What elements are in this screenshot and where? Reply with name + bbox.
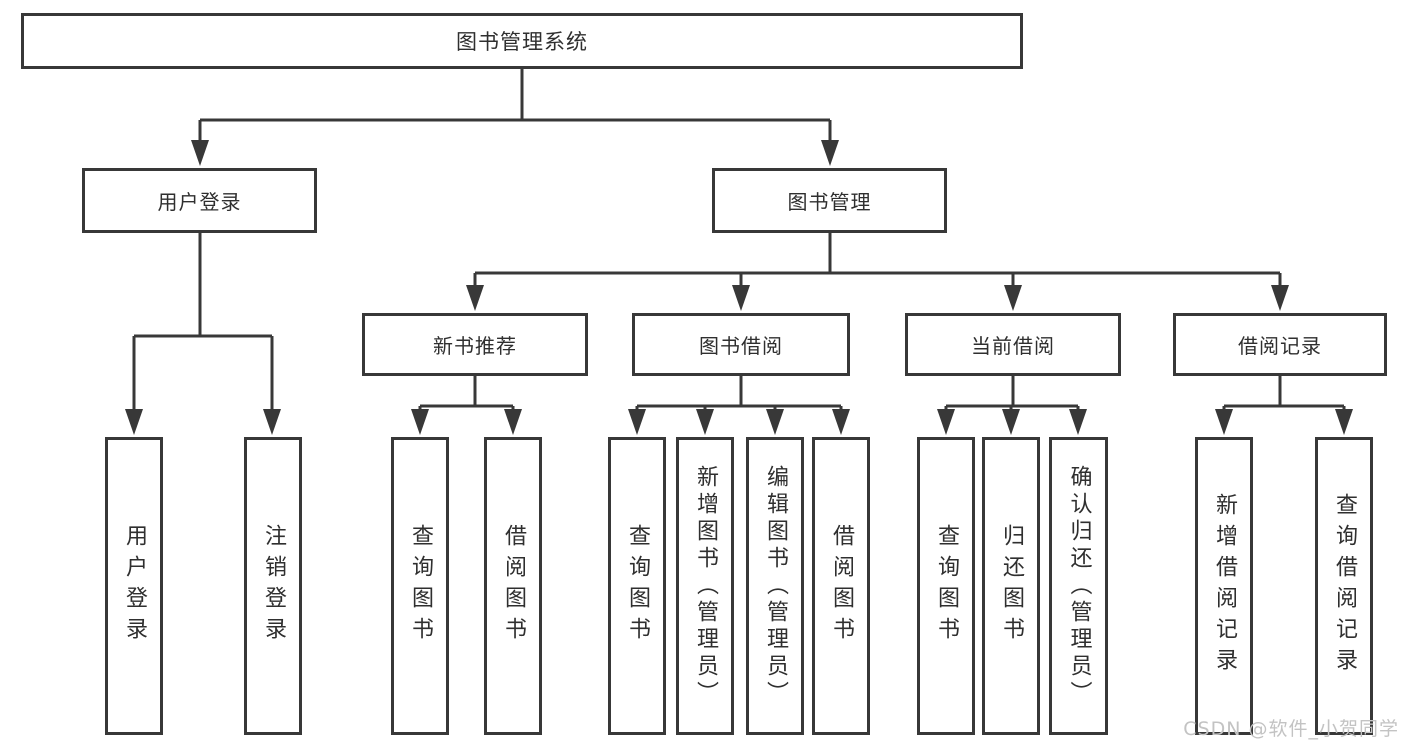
arrowhead-icon: [821, 140, 839, 166]
node-book-management: 图书管理: [712, 168, 947, 233]
node-current-return-books: 归还图书: [982, 437, 1040, 735]
node-current-borrow: 当前借阅: [905, 313, 1121, 376]
node-borrow-edit-books-admin-label: 编辑图书（管理员）: [763, 464, 788, 708]
connector-current-borrow-to-leaves: [937, 376, 1087, 435]
connector-book-mgmt-to-level2: [466, 233, 1289, 311]
node-new-book-recommend: 新书推荐: [362, 313, 588, 376]
node-borrow-add-books-admin: 新增图书（管理员）: [676, 437, 734, 735]
node-borrow-add-books-admin-label: 新增图书（管理员）: [693, 464, 718, 708]
arrowhead-icon: [1004, 285, 1022, 311]
arrowhead-icon: [504, 409, 522, 435]
arrowhead-icon: [732, 285, 750, 311]
node-borrow-query-books: 查询图书: [608, 437, 666, 735]
arrowhead-icon: [263, 409, 281, 435]
connector-borrow-records-to-leaves: [1215, 376, 1353, 435]
connector-book-borrow-to-leaves: [628, 376, 850, 435]
arrowhead-icon: [191, 140, 209, 166]
node-recommend-borrow-books: 借阅图书: [484, 437, 542, 735]
arrowhead-icon: [1002, 409, 1020, 435]
arrowhead-icon: [125, 409, 143, 435]
connector-new-book-to-leaves: [411, 376, 522, 435]
node-records-query-record: 查询借阅记录: [1315, 437, 1373, 735]
node-current-confirm-return-admin-label: 确认归还（管理员）: [1066, 464, 1092, 708]
node-user-login-label: 用户登录: [157, 190, 242, 214]
watermark: CSDN @软件_小贺同学: [1183, 718, 1399, 740]
node-borrow-query-books-label: 查询图书: [625, 524, 650, 648]
node-current-borrow-label: 当前借阅: [971, 334, 1055, 358]
node-root: 图书管理系统: [21, 13, 1023, 69]
node-records-add-record-label: 新增借阅记录: [1212, 493, 1237, 679]
arrowhead-icon: [696, 409, 714, 435]
node-recommend-borrow-books-label: 借阅图书: [501, 524, 526, 648]
arrowhead-icon: [766, 409, 784, 435]
node-borrow-borrow-books-label: 借阅图书: [829, 524, 854, 648]
node-recommend-query-books: 查询图书: [391, 437, 449, 735]
node-records-query-record-label: 查询借阅记录: [1332, 493, 1357, 679]
node-current-confirm-return-admin: 确认归还（管理员）: [1049, 437, 1108, 735]
arrowhead-icon: [628, 409, 646, 435]
arrowhead-icon: [937, 409, 955, 435]
node-user-login: 用户登录: [82, 168, 317, 233]
node-root-label: 图书管理系统: [456, 30, 588, 54]
arrowhead-icon: [1215, 409, 1233, 435]
arrowhead-icon: [1069, 409, 1087, 435]
arrowhead-icon: [466, 285, 484, 311]
connector-user-login-to-leaves: [125, 233, 281, 435]
node-borrow-records: 借阅记录: [1173, 313, 1387, 376]
arrowhead-icon: [832, 409, 850, 435]
connector-root-to-level1: [191, 69, 839, 166]
arrowhead-icon: [411, 409, 429, 435]
node-new-book-recommend-label: 新书推荐: [433, 334, 517, 358]
node-recommend-query-books-label: 查询图书: [408, 524, 433, 648]
node-current-return-books-label: 归还图书: [999, 524, 1024, 648]
node-borrow-edit-books-admin: 编辑图书（管理员）: [746, 437, 804, 735]
node-records-add-record: 新增借阅记录: [1195, 437, 1253, 735]
node-user-login-leaf: 用户登录: [105, 437, 163, 735]
node-current-query-books-label: 查询图书: [934, 524, 959, 648]
arrowhead-icon: [1335, 409, 1353, 435]
node-book-management-label: 图书管理: [787, 190, 872, 214]
node-current-query-books: 查询图书: [917, 437, 975, 735]
node-logout-leaf-label: 注销登录: [261, 524, 286, 648]
node-borrow-records-label: 借阅记录: [1238, 334, 1322, 358]
arrowhead-icon: [1271, 285, 1289, 311]
node-book-borrow-label: 图书借阅: [699, 334, 783, 358]
node-user-login-leaf-label: 用户登录: [122, 524, 147, 648]
node-logout-leaf: 注销登录: [244, 437, 302, 735]
node-borrow-borrow-books: 借阅图书: [812, 437, 870, 735]
node-book-borrow: 图书借阅: [632, 313, 850, 376]
